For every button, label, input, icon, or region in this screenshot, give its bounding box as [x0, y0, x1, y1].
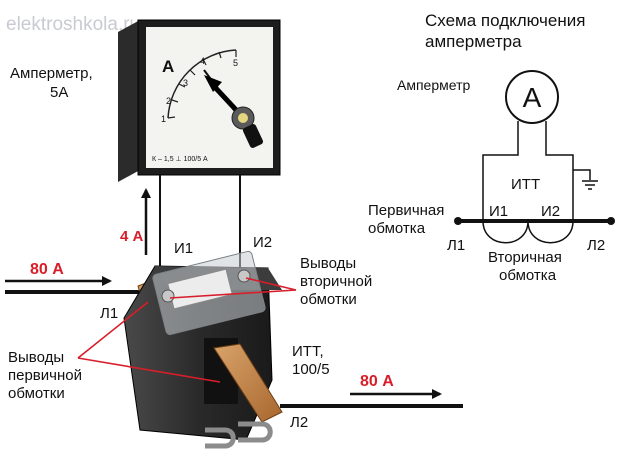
- schema-secondary-winding: [482, 212, 574, 244]
- ammeter-knob-center: [238, 113, 248, 123]
- ct-terminal-i1: [161, 289, 175, 303]
- primary-leader-2: [77, 357, 221, 383]
- schema-primary-line2: обмотка: [368, 220, 426, 237]
- secondary-leads-line2: вторичной: [300, 273, 372, 290]
- schema-l2-label: Л2: [587, 237, 605, 254]
- schema-title-line2: амперметра: [425, 32, 522, 51]
- ammeter-info: К – 1,5 ⊥ 100/5 А: [152, 156, 208, 163]
- needle-pointer-arrow: [210, 82, 240, 114]
- photo-i2-label: И2: [253, 234, 272, 251]
- current-transformer: [123, 250, 283, 449]
- ammeter-scale-5: 5: [233, 58, 238, 68]
- primary-current-in-label: 80 А: [30, 261, 64, 278]
- ammeter-scale-2: 2: [166, 96, 171, 106]
- busbar-l2: [213, 343, 283, 423]
- schema-i1-label: И1: [489, 203, 508, 220]
- schema-secondary-line1: Вторичная: [488, 249, 562, 266]
- itt-photo-line1: ИТТ,: [292, 343, 324, 360]
- needle-pointer-arrowhead: [204, 75, 222, 92]
- schema-terminal-l2: [607, 217, 615, 225]
- schema-wire-left: [482, 121, 519, 212]
- ammeter-photo-line1: Амперметр,: [10, 65, 93, 82]
- ammeter-device: Амперметр, 5А A 1 2 3 4 5: [10, 19, 281, 182]
- schema-title-line1: Схема подключения: [425, 11, 585, 30]
- ammeter-scale-4: 4: [200, 56, 205, 66]
- schema-wire-right: [545, 121, 574, 212]
- primary-leader-1: [77, 301, 149, 359]
- schema-primary-line1: Первичная: [368, 202, 444, 219]
- itt-photo-line2: 100/5: [292, 361, 330, 378]
- schema-ammeter-symbol: A: [523, 82, 542, 113]
- ct-foot-left: [205, 427, 236, 449]
- ammeter-letter: A: [162, 57, 174, 76]
- photo-i1-label: И1: [174, 240, 193, 257]
- photo-l2-label: Л2: [290, 414, 308, 431]
- primary-leads-line3: обмотки: [8, 385, 65, 402]
- secondary-leads-line1: Выводы: [300, 255, 356, 272]
- schema-l1-label: Л1: [447, 237, 465, 254]
- primary-leads-line2: первичной: [8, 367, 82, 384]
- ammeter-scale-ticks: [167, 50, 237, 119]
- ground-icon: [582, 180, 598, 190]
- schema-ammeter-label: Амперметр: [397, 77, 470, 93]
- ct-terminal-i2: [237, 269, 251, 283]
- secondary-leads-line3: обмотки: [300, 291, 357, 308]
- schematic: Схема подключения амперметра Амперметр A…: [368, 11, 615, 284]
- schema-i2-label: И2: [541, 203, 560, 220]
- schema-ground-wire: [573, 169, 591, 180]
- callout-lines: [77, 277, 297, 383]
- ammeter-scale-3: 3: [183, 78, 188, 88]
- secondary-current-label: 4 А: [120, 228, 144, 245]
- ammeter-side: [118, 20, 140, 182]
- primary-current-out-label: 80 А: [360, 373, 394, 390]
- ammeter-scale-arc: [167, 49, 237, 119]
- ammeter-photo-line2: 5А: [50, 84, 68, 101]
- ammeter-knob-handle: [242, 124, 264, 148]
- secondary-leader-2: [245, 277, 297, 291]
- primary-leads-line1: Выводы: [8, 349, 64, 366]
- schema-itt-label: ИТТ: [511, 176, 540, 193]
- ct-foot-right: [238, 421, 273, 443]
- ammeter-scale-1: 1: [161, 114, 166, 124]
- watermark: elektroshkola.ru: [6, 14, 140, 35]
- schema-terminal-l1: [454, 217, 462, 225]
- secondary-leader-1: [169, 289, 297, 299]
- schema-ammeter-circle: [505, 70, 559, 124]
- schema-secondary-line2: обмотка: [499, 267, 557, 284]
- photo-l1-label: Л1: [100, 305, 118, 322]
